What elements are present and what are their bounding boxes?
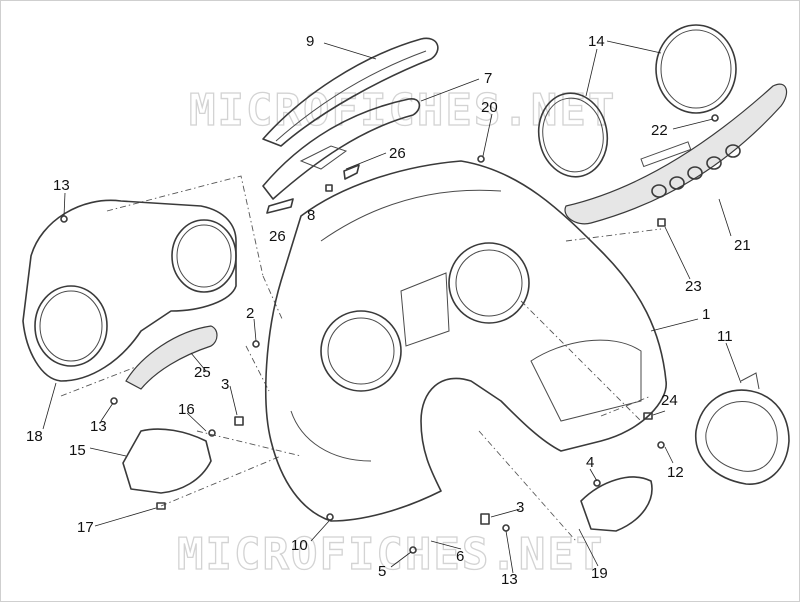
watermark-top: MICROFICHES.NET — [189, 85, 616, 136]
callout-5: 5 — [378, 563, 386, 580]
part-15-lower-cover — [122, 428, 212, 494]
callout-13-top: 13 — [53, 177, 70, 194]
callout-3-right: 3 — [516, 499, 524, 516]
callout-13-left: 13 — [90, 418, 107, 435]
callout-4: 4 — [586, 454, 594, 471]
callout-17: 17 — [77, 519, 94, 536]
part-14-rings — [537, 24, 737, 178]
part-25-display-bezel — [125, 325, 218, 390]
callout-10: 10 — [291, 537, 308, 554]
callout-14: 14 — [588, 33, 605, 50]
callout-19: 19 — [591, 565, 608, 582]
callout-numbers: 9 7 20 26 8 26 14 22 21 23 1 11 24 12 4 … — [26, 33, 751, 588]
callout-18: 18 — [26, 428, 43, 445]
callout-21: 21 — [734, 237, 751, 254]
callout-26-top: 26 — [389, 145, 406, 162]
part-26-clips — [266, 164, 360, 214]
callout-11: 11 — [717, 328, 733, 345]
callout-23: 23 — [685, 278, 702, 295]
part-7-trim-strip — [262, 98, 421, 200]
callout-15: 15 — [69, 442, 86, 459]
watermark-bottom: MICROFICHES.NET — [177, 529, 604, 580]
hardware-screws — [60, 114, 719, 554]
callout-2: 2 — [246, 305, 254, 322]
callout-3-left: 3 — [221, 376, 229, 393]
part-18-rear-housing — [22, 199, 237, 382]
callout-25: 25 — [194, 364, 211, 381]
callout-7: 7 — [484, 70, 492, 87]
part-21-switch-panel — [564, 83, 788, 225]
callout-13-bottom: 13 — [501, 571, 518, 588]
callout-26-left: 26 — [269, 228, 286, 245]
callout-6: 6 — [456, 548, 464, 565]
callout-22: 22 — [651, 122, 668, 139]
callout-8: 8 — [307, 207, 315, 224]
callout-9: 9 — [306, 33, 314, 50]
part-11-meter-unit — [695, 372, 790, 485]
callout-1: 1 — [702, 306, 710, 323]
part-19-small-cover — [580, 476, 653, 532]
callout-16: 16 — [178, 401, 195, 418]
leader-lines — [42, 40, 742, 574]
callout-12: 12 — [667, 464, 684, 481]
part-9-upper-trim — [262, 37, 439, 147]
callout-24: 24 — [661, 392, 678, 409]
part-1-dashboard-shell — [265, 160, 667, 522]
callout-20: 20 — [481, 99, 498, 116]
